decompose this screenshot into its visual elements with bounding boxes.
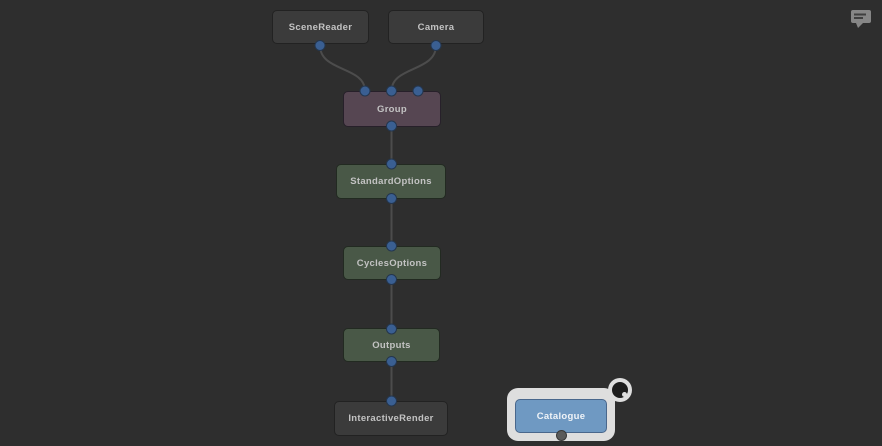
connector-outputs-out[interactable]: [386, 356, 397, 367]
connector-group-in-2[interactable]: [386, 85, 397, 97]
node-label: CyclesOptions: [356, 257, 428, 269]
connector-camera-out[interactable]: [430, 40, 442, 51]
connector-cyclesoptions-in[interactable]: [386, 240, 397, 252]
connector-group-in-1[interactable]: [359, 85, 371, 97]
connector-scenereader-out[interactable]: [314, 40, 326, 51]
annotation-icon[interactable]: [849, 9, 873, 31]
node-label: Catalogue: [536, 410, 586, 422]
edge-camera-group: [390, 44, 437, 92]
node-label: Group: [377, 103, 407, 115]
connector-group-out[interactable]: [386, 120, 397, 132]
connector-standardoptions-out[interactable]: [386, 193, 397, 204]
edge-scenereader-group: [319, 44, 366, 92]
node-catalogue[interactable]: Catalogue: [515, 399, 607, 433]
node-scenereader[interactable]: SceneReader: [272, 10, 369, 44]
node-label: StandardOptions: [350, 176, 432, 187]
node-label: SceneReader: [288, 21, 353, 33]
node-camera[interactable]: Camera: [388, 10, 484, 44]
node-interactiverender[interactable]: InteractiveRender: [334, 401, 448, 436]
bullseye-badge-icon[interactable]: [608, 378, 632, 402]
selection-highlight: Catalogue: [507, 388, 615, 441]
connector-standardoptions-in[interactable]: [386, 158, 397, 170]
bullseye-dot: [621, 391, 627, 397]
connector-outputs-in[interactable]: [386, 323, 397, 335]
connector-catalogue-out[interactable]: [556, 430, 567, 441]
connector-group-in-3[interactable]: [412, 85, 424, 97]
node-label: Camera: [417, 21, 455, 33]
connector-cyclesoptions-out[interactable]: [386, 274, 397, 285]
bullseye-ring: [612, 382, 628, 398]
node-label: InteractiveRender: [348, 413, 434, 424]
connector-interactiverender-in[interactable]: [386, 395, 397, 407]
node-label: Outputs: [372, 339, 411, 351]
